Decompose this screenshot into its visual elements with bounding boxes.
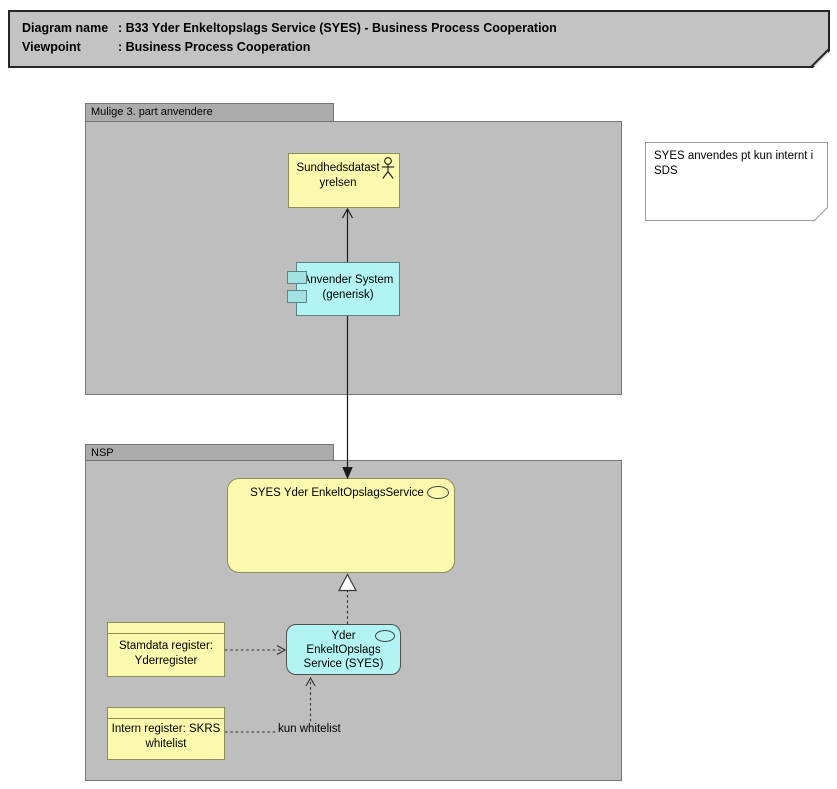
service-syes-label-line3: Service (SYES) [303,658,384,670]
service-main-label: SYES Yder EnkeltOpslagsService [250,487,424,499]
object-band [108,633,224,634]
node-application-component-anvender-system: Anvender System (generisk) [296,262,400,316]
diagram-title-banner: Diagram name : B33 Yder Enkeltopslags Se… [8,10,830,68]
actor-icon [381,157,395,179]
component-label-line1: Anvender System [302,274,394,286]
service-oval-icon [375,630,395,642]
viewpoint-label: Viewpoint [22,40,81,54]
stamdata-label-line2: Yderregister [134,655,198,667]
actor-label-line1: Sundhedsdatast [296,162,380,174]
diagram-title-text: Diagram name : B33 Yder Enkeltopslags Se… [10,12,828,57]
viewpoint-row: Viewpoint : Business Process Cooperation [22,38,828,57]
group-nsp-tab: NSP [85,444,334,461]
note-syes-internal: SYES anvendes pt kun internt i SDS [645,142,828,222]
component-icon [287,290,307,303]
diagram-name-row: Diagram name : B33 Yder Enkeltopslags Se… [22,19,828,38]
banner-corner-cut [813,51,830,68]
note-corner-cut [815,208,828,221]
group-third-party-body [85,121,622,395]
service-syes-label-line1: Yder [331,630,356,642]
object-band [108,718,224,719]
actor-label-line2: yrelsen [319,177,357,189]
viewpoint-value: : Business Process Cooperation [118,40,311,54]
stamdata-label-line1: Stamdata register: [119,640,213,652]
node-object-stamdata-register: Stamdata register: Yderregister [107,622,225,677]
connection-label-kun-whitelist: kun whitelist [276,723,343,735]
node-application-service-yder-enkeltopslags: Yder EnkeltOpslags Service (SYES) [286,624,401,675]
node-business-actor-sundhedsdatastyrelsen: Sundhedsdatast yrelsen [288,153,400,208]
diagram-name-label: Diagram name [22,21,109,35]
node-application-service-syes-yder: SYES Yder EnkeltOpslagsService [227,478,455,573]
intern-label-line1: Intern register: SKRS [111,723,221,735]
note-text-line2: SDS [654,165,678,177]
group-third-party-tab: Mulige 3. part anvendere [85,103,334,122]
note-text-line1: SYES anvendes pt kun internt i [654,150,814,162]
intern-label-line2: whitelist [145,738,187,750]
service-syes-label-line2: EnkeltOpslags [306,644,381,656]
component-icon [287,271,307,284]
component-label-line2: (generisk) [322,289,374,301]
service-oval-icon [427,486,449,499]
diagram-name-value: : B33 Yder Enkeltopslags Service (SYES) … [118,21,557,35]
node-object-intern-register: Intern register: SKRS whitelist [107,707,225,760]
